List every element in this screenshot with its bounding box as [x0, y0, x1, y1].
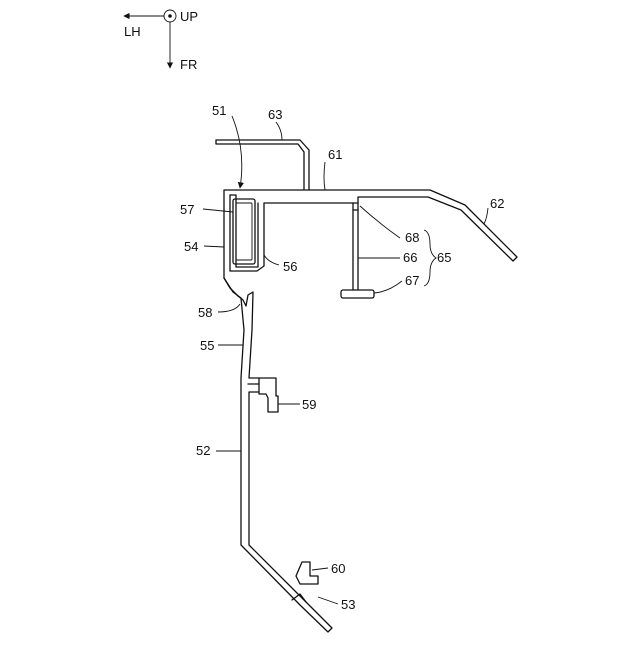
- leader-53: [318, 597, 338, 604]
- upper-member-61-62: [224, 190, 517, 298]
- up-label: UP: [180, 9, 198, 24]
- leader-60: [312, 568, 328, 570]
- leader-56: [264, 255, 279, 265]
- leader-lines: [203, 116, 488, 604]
- leader-51: [232, 116, 242, 188]
- neck-55: [241, 298, 244, 384]
- leader-62: [484, 208, 488, 224]
- callout-54: 54: [184, 239, 198, 254]
- hanger-foot-67: [341, 290, 374, 298]
- callout-66: 66: [403, 250, 417, 265]
- callout-60: 60: [331, 561, 345, 576]
- bracket-63: [216, 140, 309, 190]
- callout-58: 58: [198, 305, 212, 320]
- callout-51: 51: [212, 103, 226, 118]
- callout-52: 52: [196, 443, 210, 458]
- wall-54: [230, 195, 258, 267]
- callout-53: 53: [341, 597, 355, 612]
- callout-59: 59: [302, 397, 316, 412]
- retainer-60: [296, 562, 318, 584]
- hook-59: [259, 378, 278, 412]
- callout-61: 61: [328, 147, 342, 162]
- leader-54: [204, 246, 224, 247]
- callout-68: 68: [405, 230, 419, 245]
- callout-67: 67: [405, 273, 419, 288]
- up-symbol-dot: [168, 14, 172, 18]
- callout-55: 55: [200, 338, 214, 353]
- callout-57: 57: [180, 202, 194, 217]
- leader-68: [360, 206, 400, 238]
- lh-label: LH: [124, 24, 141, 39]
- main-body-52: [241, 384, 332, 632]
- leader-67: [374, 281, 402, 293]
- callout-65: 65: [437, 250, 451, 265]
- hanger-stem-66: [353, 210, 358, 290]
- hanger-68: [353, 203, 358, 210]
- brace-65: [424, 230, 436, 286]
- leader-58: [218, 304, 240, 312]
- leader-61: [324, 162, 325, 190]
- orientation-indicator: UP LH FR: [124, 9, 198, 72]
- callout-56: 56: [283, 259, 297, 274]
- seal-57-inner: [236, 203, 252, 260]
- fr-label: FR: [180, 57, 197, 72]
- leader-63: [276, 122, 282, 140]
- callout-labels: 51 52 53 54 55 56 57 58 59 60 61 62 63 6…: [180, 103, 504, 612]
- callout-63: 63: [268, 107, 282, 122]
- callout-62: 62: [490, 196, 504, 211]
- leader-57: [203, 209, 233, 212]
